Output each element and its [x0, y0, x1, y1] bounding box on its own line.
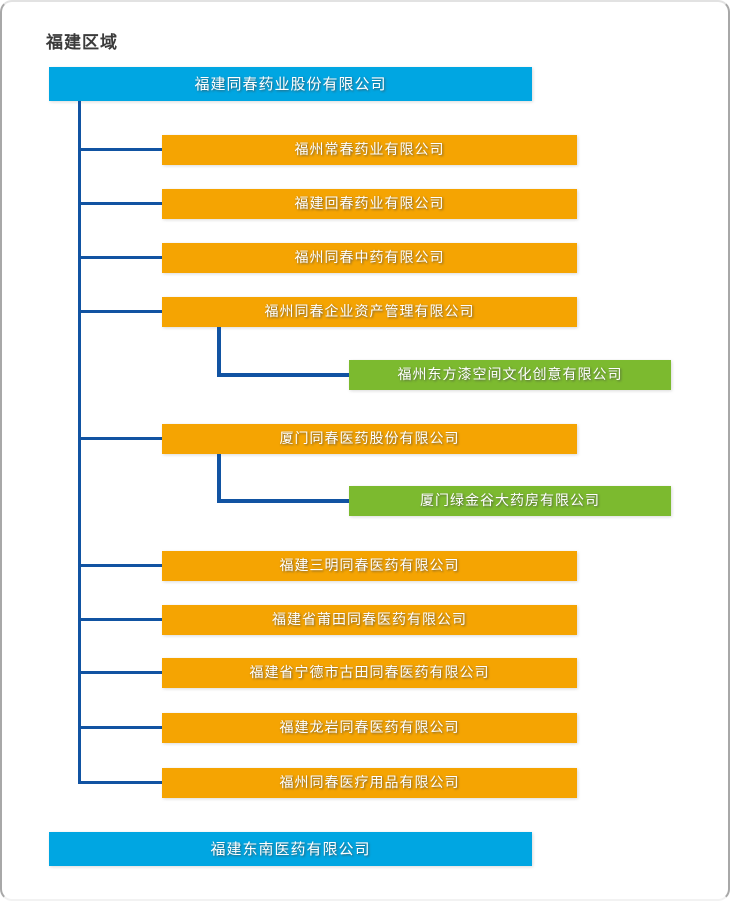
org-node-child-4: 福州同春企业资产管理有限公司 [162, 297, 577, 327]
branch-connector-4 [78, 310, 162, 313]
sub-branch-connector-1 [217, 373, 349, 377]
org-node-child-6: 福建三明同春医药有限公司 [162, 551, 577, 581]
branch-connector-3 [78, 256, 162, 259]
org-node-root: 福建同春药业股份有限公司 [49, 67, 532, 101]
branch-connector-6 [78, 564, 162, 567]
org-node-child-8: 福建省宁德市古田同春医药有限公司 [162, 658, 577, 688]
branch-connector-5 [78, 437, 162, 440]
org-node-grandchild-2: 厦门绿金谷大药房有限公司 [349, 486, 671, 516]
org-node-child-1: 福州常春药业有限公司 [162, 135, 577, 165]
org-node-child-9: 福建龙岩同春医药有限公司 [162, 713, 577, 743]
branch-connector-10 [78, 781, 162, 784]
org-node-child-7: 福建省莆田同春医药有限公司 [162, 605, 577, 635]
sub-trunk-connector-1 [217, 327, 221, 377]
org-node-child-2: 福建回春药业有限公司 [162, 189, 577, 219]
main-trunk-connector [78, 101, 81, 784]
branch-connector-2 [78, 202, 162, 205]
org-node-child-5: 厦门同春医药股份有限公司 [162, 424, 577, 454]
branch-connector-9 [78, 726, 162, 729]
org-node-child-3: 福州同春中药有限公司 [162, 243, 577, 273]
org-node-footer: 福建东南医药有限公司 [49, 832, 532, 866]
branch-connector-1 [78, 148, 162, 151]
branch-connector-8 [78, 671, 162, 674]
page-title: 福建区域 [46, 33, 118, 53]
org-node-child-10: 福州同春医疗用品有限公司 [162, 768, 577, 798]
org-node-grandchild-1: 福州东方漆空间文化创意有限公司 [349, 360, 671, 390]
sub-trunk-connector-2 [217, 454, 221, 503]
branch-connector-7 [78, 618, 162, 621]
sub-branch-connector-2 [217, 499, 349, 503]
